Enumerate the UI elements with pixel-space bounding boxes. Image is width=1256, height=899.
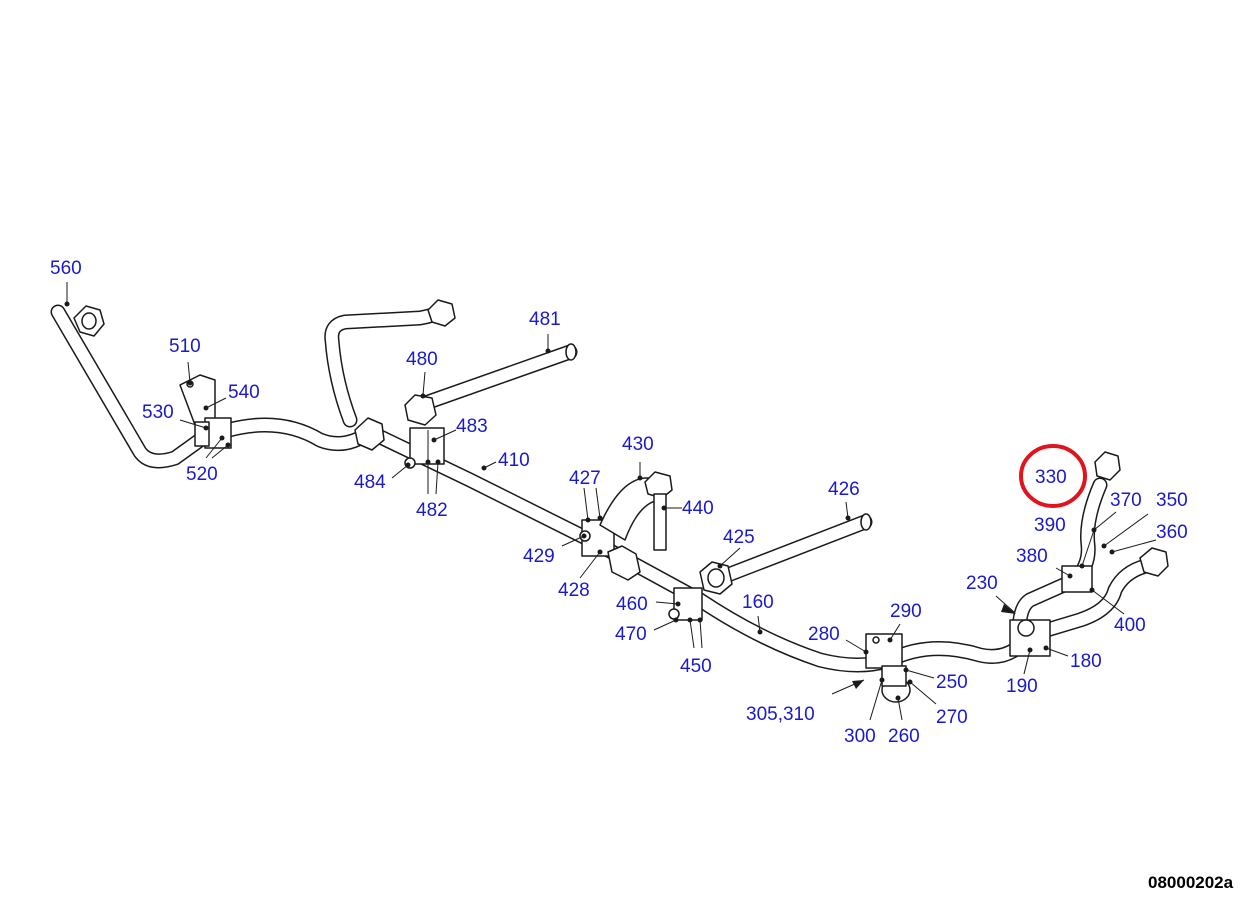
callout-390[interactable]: 390 [1034, 515, 1066, 536]
callout-370[interactable]: 370 [1110, 490, 1142, 511]
fitting-230 [1009, 619, 1051, 657]
clamp-510 [179, 374, 232, 449]
callout-380[interactable]: 380 [1016, 546, 1048, 567]
callout-410[interactable]: 410 [498, 450, 530, 471]
callout-440[interactable]: 440 [682, 498, 714, 519]
callout-290[interactable]: 290 [890, 601, 922, 622]
pipe-426 [712, 513, 873, 586]
callout-400[interactable]: 400 [1114, 615, 1146, 636]
callout-428[interactable]: 428 [558, 580, 590, 601]
callout-540[interactable]: 540 [228, 382, 260, 403]
callout-510[interactable]: 510 [169, 336, 201, 357]
nut-400 [1139, 547, 1169, 577]
union-370 [354, 417, 385, 451]
callout-250[interactable]: 250 [936, 672, 968, 693]
pipe-481 [412, 343, 578, 413]
callout-481[interactable]: 481 [529, 309, 561, 330]
callout-530[interactable]: 530 [142, 402, 174, 423]
clamp-290 [865, 633, 911, 703]
drawing-code: 08000202a [1148, 873, 1234, 892]
callout-230[interactable]: 230 [966, 573, 998, 594]
nut-upper-branch [427, 299, 456, 327]
callout-429[interactable]: 429 [523, 546, 555, 567]
callout-480[interactable]: 480 [406, 349, 438, 370]
callout-426[interactable]: 426 [828, 479, 860, 500]
callout-520[interactable]: 520 [186, 464, 218, 485]
callout-483[interactable]: 483 [456, 416, 488, 437]
callout-470[interactable]: 470 [615, 624, 647, 645]
highlight-ring-330 [1019, 444, 1087, 508]
callout-190[interactable]: 190 [1006, 676, 1038, 697]
clamp-480 [404, 394, 445, 469]
callout-305-310[interactable]: 305,310 [746, 704, 815, 725]
fitting-330 [1061, 451, 1121, 593]
callout-270[interactable]: 270 [936, 707, 968, 728]
callout-330[interactable]: 330 [1035, 467, 1067, 488]
pipe-main [50, 304, 1158, 673]
callout-labels: 560 510 540 530 520 480 481 483 410 484 … [50, 258, 1188, 747]
callout-460[interactable]: 460 [616, 594, 648, 615]
clamp-427 [579, 477, 663, 557]
bolt-440 [644, 471, 673, 551]
nut-560 [73, 305, 105, 337]
leader-lines [64, 282, 1157, 721]
callout-427[interactable]: 427 [569, 468, 601, 489]
callout-482[interactable]: 482 [416, 500, 448, 521]
callout-260[interactable]: 260 [888, 726, 920, 747]
callout-560[interactable]: 560 [50, 258, 82, 279]
callout-280[interactable]: 280 [808, 624, 840, 645]
callout-350[interactable]: 350 [1156, 490, 1188, 511]
callout-430[interactable]: 430 [622, 434, 654, 455]
callout-160[interactable]: 160 [742, 592, 774, 613]
callout-360[interactable]: 360 [1156, 522, 1188, 543]
union-428 [607, 545, 641, 581]
callout-300[interactable]: 300 [844, 726, 876, 747]
callout-484[interactable]: 484 [354, 472, 386, 493]
callout-180[interactable]: 180 [1070, 651, 1102, 672]
callout-425[interactable]: 425 [723, 527, 755, 548]
callout-450[interactable]: 450 [680, 656, 712, 677]
nut-425 [699, 561, 733, 595]
